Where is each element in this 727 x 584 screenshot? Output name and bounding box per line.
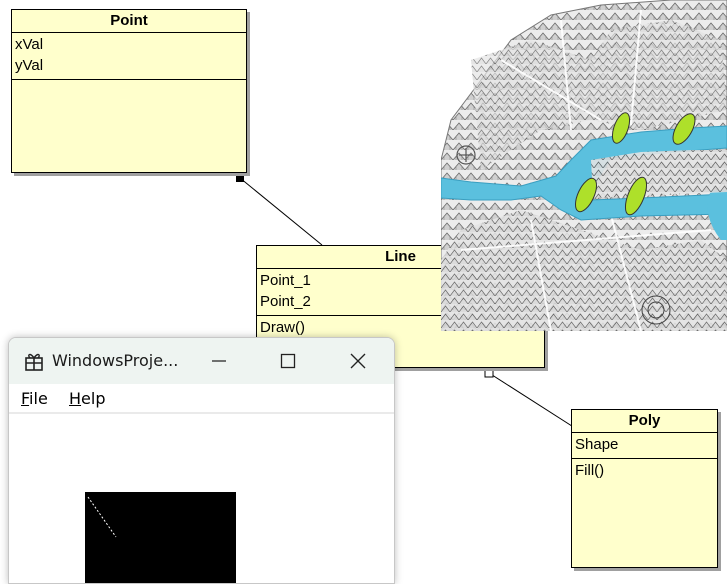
uml-class-point[interactable]: Point xVal yVal (11, 9, 247, 173)
uml-class-poly[interactable]: Poly Shape Fill() (571, 409, 718, 568)
class-attributes: Point_1 Point_2 (257, 269, 544, 316)
close-icon[interactable] (345, 348, 371, 374)
app-icon (25, 353, 43, 371)
line-poly-association (488, 372, 576, 429)
class-name: Poly (572, 410, 717, 433)
window-title: WindowsProje... (52, 351, 179, 370)
attribute: Point_2 (260, 293, 311, 310)
menu-file-accel: F (21, 389, 30, 408)
menu-bar: File Help (9, 384, 394, 414)
class-name: Line (257, 246, 544, 269)
bridge-2 (672, 113, 696, 145)
class-operations: Fill() (572, 459, 717, 481)
operation: Draw() (260, 319, 305, 336)
bridge-3 (574, 177, 598, 213)
attribute: Shape (575, 436, 619, 453)
title-bar[interactable]: WindowsProje... (9, 338, 394, 384)
maximize-icon[interactable] (275, 348, 301, 374)
class-attributes: xVal yVal (12, 33, 246, 80)
app-window[interactable]: WindowsProje... File Help (8, 337, 395, 584)
attribute: Point_1 (260, 272, 311, 289)
menu-file[interactable]: File (21, 389, 48, 409)
minimize-icon[interactable] (206, 348, 232, 374)
konigsberg-bridges-map (441, 0, 727, 331)
operation: Fill() (575, 462, 605, 479)
class-operations (12, 80, 246, 81)
attribute: yVal (15, 57, 44, 74)
class-attributes: Shape (572, 433, 717, 459)
attribute: xVal (15, 36, 44, 53)
bridge-1 (611, 112, 631, 144)
menu-file-label: ile (29, 389, 48, 408)
aggregation-diamond (484, 368, 494, 378)
menu-help[interactable]: Help (69, 389, 105, 409)
bridge-4 (624, 176, 648, 216)
drawn-dashed-line (87, 496, 117, 538)
client-area[interactable] (9, 414, 394, 583)
class-operations: Draw() (257, 316, 544, 338)
menu-help-accel: H (69, 389, 82, 408)
point-line-association (239, 177, 323, 246)
composition-diamond (236, 174, 244, 182)
menu-help-label: elp (81, 389, 106, 408)
class-name: Point (12, 10, 246, 33)
drawing-canvas[interactable] (85, 492, 236, 583)
